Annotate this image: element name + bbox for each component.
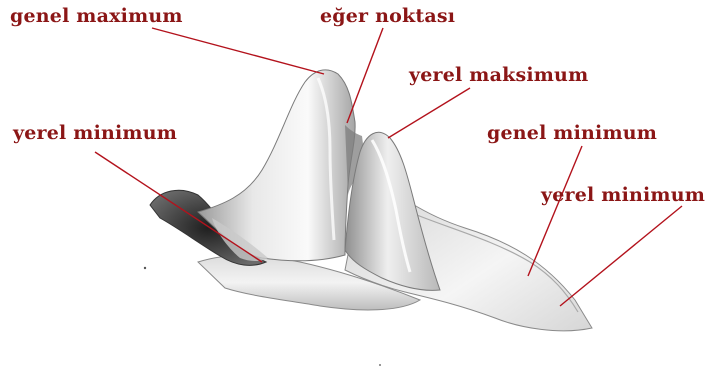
label-local-minimum-left: yerel minimum <box>13 124 177 143</box>
leader-saddle-point <box>347 28 383 123</box>
label-global-maximum: genel maximum <box>10 7 183 26</box>
leader-local-minimum-right <box>560 206 682 306</box>
label-local-minimum-right: yerel minimum <box>541 186 705 205</box>
leader-global-maximum <box>152 28 324 74</box>
leader-local-maximum <box>388 88 470 138</box>
scan-dot <box>144 267 146 269</box>
leader-global-minimum <box>528 146 582 276</box>
label-global-minimum: genel minimum <box>487 124 657 143</box>
label-local-maximum: yerel maksimum <box>409 66 588 85</box>
label-saddle-point: eğer noktası <box>320 7 455 26</box>
scan-dot <box>379 364 381 366</box>
